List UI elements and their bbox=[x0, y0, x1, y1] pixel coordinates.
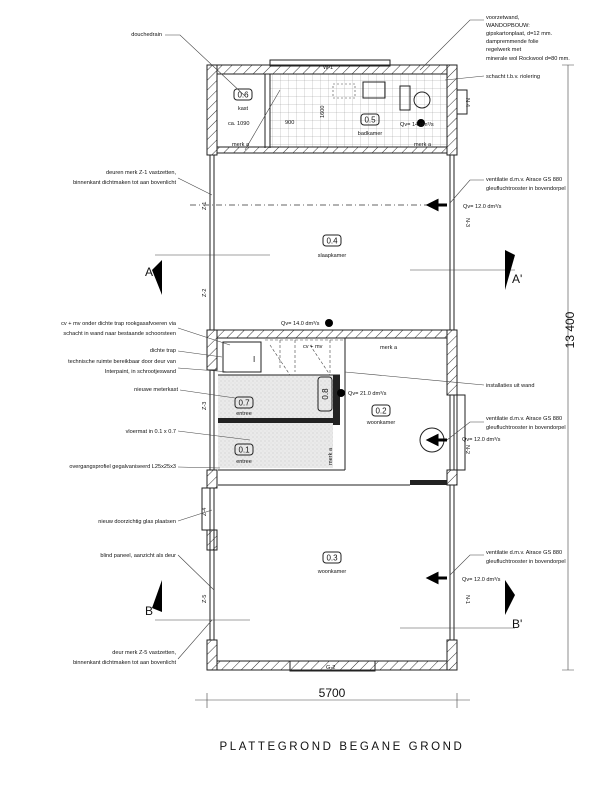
svg-text:dichte trap: dichte trap bbox=[150, 348, 176, 354]
shaft bbox=[399, 85, 411, 111]
svg-text:minerale wol Rockwool d=80 mm.: minerale wol Rockwool d=80 mm. bbox=[486, 56, 570, 62]
svg-text:0.2: 0.2 bbox=[375, 407, 387, 416]
section-b-prime-label: B' bbox=[512, 617, 522, 631]
length-dimension-line bbox=[562, 64, 574, 671]
svg-text:cv + mv: cv + mv bbox=[303, 344, 323, 350]
svg-text:0.5: 0.5 bbox=[364, 116, 376, 125]
section-b-label: B bbox=[145, 604, 153, 618]
svg-text:nieuwe meterkast: nieuwe meterkast bbox=[134, 387, 178, 393]
section-b-left-marker bbox=[152, 580, 162, 612]
section-a-prime-label: A' bbox=[512, 272, 522, 286]
drawing-title: PLATTEGROND BEGANE GROND bbox=[220, 741, 465, 753]
svg-text:WANDOPBOUW:: WANDOPBOUW: bbox=[486, 23, 530, 29]
svg-text:G-2: G-2 bbox=[326, 665, 335, 671]
svg-text:entree: entree bbox=[236, 411, 252, 417]
svg-text:1600: 1600 bbox=[320, 106, 326, 118]
width-dimension: 5700 bbox=[319, 686, 346, 700]
svg-text:0.4: 0.4 bbox=[326, 237, 338, 246]
svg-text:ventilatie d.m.v. Airace GS 88: ventilatie d.m.v. Airace GS 880 bbox=[486, 416, 562, 422]
svg-text:dampremmende folie: dampremmende folie bbox=[486, 39, 539, 45]
svg-text:0.6: 0.6 bbox=[237, 91, 249, 100]
leader-lines bbox=[165, 19, 485, 660]
svg-text:woonkamer: woonkamer bbox=[366, 420, 396, 426]
svg-text:Z-3: Z-3 bbox=[202, 402, 208, 410]
svg-text:Z-5: Z-5 bbox=[202, 595, 208, 603]
section-a-left-marker bbox=[152, 260, 162, 295]
svg-text:vloermat in 0.1 x 0.7: vloermat in 0.1 x 0.7 bbox=[126, 429, 176, 435]
svg-text:ca. 1090: ca. 1090 bbox=[228, 121, 249, 127]
svg-text:schacht t.b.v. riolering: schacht t.b.v. riolering bbox=[486, 74, 540, 80]
width-dimension-line bbox=[195, 693, 470, 708]
svg-text:merk a: merk a bbox=[232, 142, 250, 148]
windows bbox=[201, 59, 468, 672]
svg-text:Qv= 21.0 dm³/s: Qv= 21.0 dm³/s bbox=[348, 391, 387, 397]
svg-text:Qv= 12.0 dm³/s: Qv= 12.0 dm³/s bbox=[462, 577, 501, 583]
section-a-label: A bbox=[145, 265, 153, 279]
svg-text:Qv= 12.0 dm³/s: Qv= 12.0 dm³/s bbox=[462, 437, 501, 443]
svg-text:N-3: N-3 bbox=[464, 218, 470, 227]
svg-text:ventilatie d.m.v. Airace GS 88: ventilatie d.m.v. Airace GS 880 bbox=[486, 177, 562, 183]
svg-text:0.3: 0.3 bbox=[326, 554, 338, 563]
bath-sink bbox=[362, 81, 386, 99]
svg-text:W-1: W-1 bbox=[323, 65, 333, 71]
svg-text:gleufluchtrooster in bovendorp: gleufluchtrooster in bovendorpel bbox=[486, 186, 566, 192]
svg-text:binnenkant dichtmaken tot aan: binnenkant dichtmaken tot aan bovenlicht bbox=[73, 180, 176, 186]
svg-text:merk a: merk a bbox=[328, 447, 334, 465]
vent-arrows bbox=[325, 119, 447, 585]
svg-text:deuren merk Z-1 vastzetten,: deuren merk Z-1 vastzetten, bbox=[106, 170, 176, 176]
inner-walls bbox=[216, 74, 448, 486]
svg-text:binnenkant dichtmaken tot aan: binnenkant dichtmaken tot aan bovenlicht bbox=[73, 660, 176, 666]
svg-text:gipskartonplaat, d=12 mm.: gipskartonplaat, d=12 mm. bbox=[486, 31, 553, 37]
toilet bbox=[413, 91, 431, 109]
svg-text:I: I bbox=[253, 355, 255, 364]
svg-text:Qv= 14 dm³/s: Qv= 14 dm³/s bbox=[400, 122, 434, 128]
svg-text:gleufluchtrooster in bovendorp: gleufluchtrooster in bovendorpel bbox=[486, 425, 566, 431]
svg-text:Interpaint, in schrootjeswand: Interpaint, in schrootjeswand bbox=[105, 369, 176, 375]
svg-text:Qv= 12.0 dm³/s: Qv= 12.0 dm³/s bbox=[463, 204, 502, 210]
svg-text:kast: kast bbox=[238, 106, 249, 112]
outer-walls bbox=[206, 64, 458, 671]
svg-text:voorzetwand,: voorzetwand, bbox=[486, 15, 520, 21]
annotations-right: voorzetwand, WANDOPBOUW: gipskartonplaat… bbox=[486, 15, 570, 565]
svg-text:900: 900 bbox=[285, 120, 294, 126]
svg-text:badkamer: badkamer bbox=[358, 131, 383, 137]
svg-text:0.7: 0.7 bbox=[238, 399, 250, 408]
svg-text:schacht in wand naar bestaande: schacht in wand naar bestaande schoorste… bbox=[63, 331, 176, 337]
svg-text:Z-1: Z-1 bbox=[202, 202, 208, 210]
shower-drain bbox=[332, 83, 356, 99]
svg-text:0.8: 0.8 bbox=[321, 388, 330, 400]
svg-text:installaties uit wand: installaties uit wand bbox=[486, 383, 535, 389]
svg-text:regelwerk met: regelwerk met bbox=[486, 47, 522, 53]
bathroom-tiles bbox=[269, 72, 451, 150]
svg-text:douchedrain: douchedrain bbox=[131, 32, 162, 38]
svg-text:woonkamer: woonkamer bbox=[317, 569, 347, 575]
plan-labels: ca. 1090 900 1600 merk a merk a merk a m… bbox=[202, 65, 502, 671]
section-a-right-marker bbox=[505, 250, 515, 290]
svg-text:ventilatie d.m.v. Airace GS 88: ventilatie d.m.v. Airace GS 880 bbox=[486, 550, 562, 556]
stair bbox=[265, 339, 345, 376]
length-dimension: 13 400 bbox=[563, 311, 577, 348]
svg-text:cv + mv onder dichte trap rook: cv + mv onder dichte trap rookgasafvoere… bbox=[61, 321, 177, 327]
svg-text:entree: entree bbox=[236, 459, 252, 465]
svg-text:overgangsprofiel gegalvaniseer: overgangsprofiel gegalvaniseerd L25x25x3 bbox=[69, 464, 176, 470]
svg-text:nieuw doorzichtig glas plaatse: nieuw doorzichtig glas plaatsen bbox=[98, 519, 176, 525]
svg-text:technische ruimte bereikbaar d: technische ruimte bereikbaar door deur v… bbox=[68, 359, 176, 365]
svg-text:slaapkamer: slaapkamer bbox=[318, 253, 347, 259]
svg-text:deur merk Z-5 vastzetten,: deur merk Z-5 vastzetten, bbox=[112, 650, 176, 656]
svg-text:blind paneel, aanzicht als deu: blind paneel, aanzicht als deur bbox=[100, 553, 176, 559]
svg-text:gleufluchtrooster in bovendorp: gleufluchtrooster in bovendorpel bbox=[486, 559, 566, 565]
room-tags: 0.6 kast 0.5 badkamer 0.4 slaapkamer 0.7 ent… bbox=[233, 88, 396, 575]
svg-text:0.1: 0.1 bbox=[238, 446, 250, 455]
svg-text:Z-4: Z-4 bbox=[202, 508, 208, 516]
svg-text:N-1: N-1 bbox=[464, 595, 470, 604]
svg-text:Qv= 14.0 dm³/s: Qv= 14.0 dm³/s bbox=[281, 321, 320, 327]
svg-text:merk a: merk a bbox=[380, 345, 398, 351]
svg-text:merk a: merk a bbox=[414, 142, 432, 148]
svg-text:N-4: N-4 bbox=[464, 98, 470, 107]
svg-text:Z-2: Z-2 bbox=[202, 289, 208, 297]
annotations-left: douchedrain deuren merk Z-1 vastzetten, … bbox=[61, 32, 178, 666]
svg-text:N-2: N-2 bbox=[464, 445, 470, 454]
section-b-right-marker bbox=[505, 580, 515, 615]
